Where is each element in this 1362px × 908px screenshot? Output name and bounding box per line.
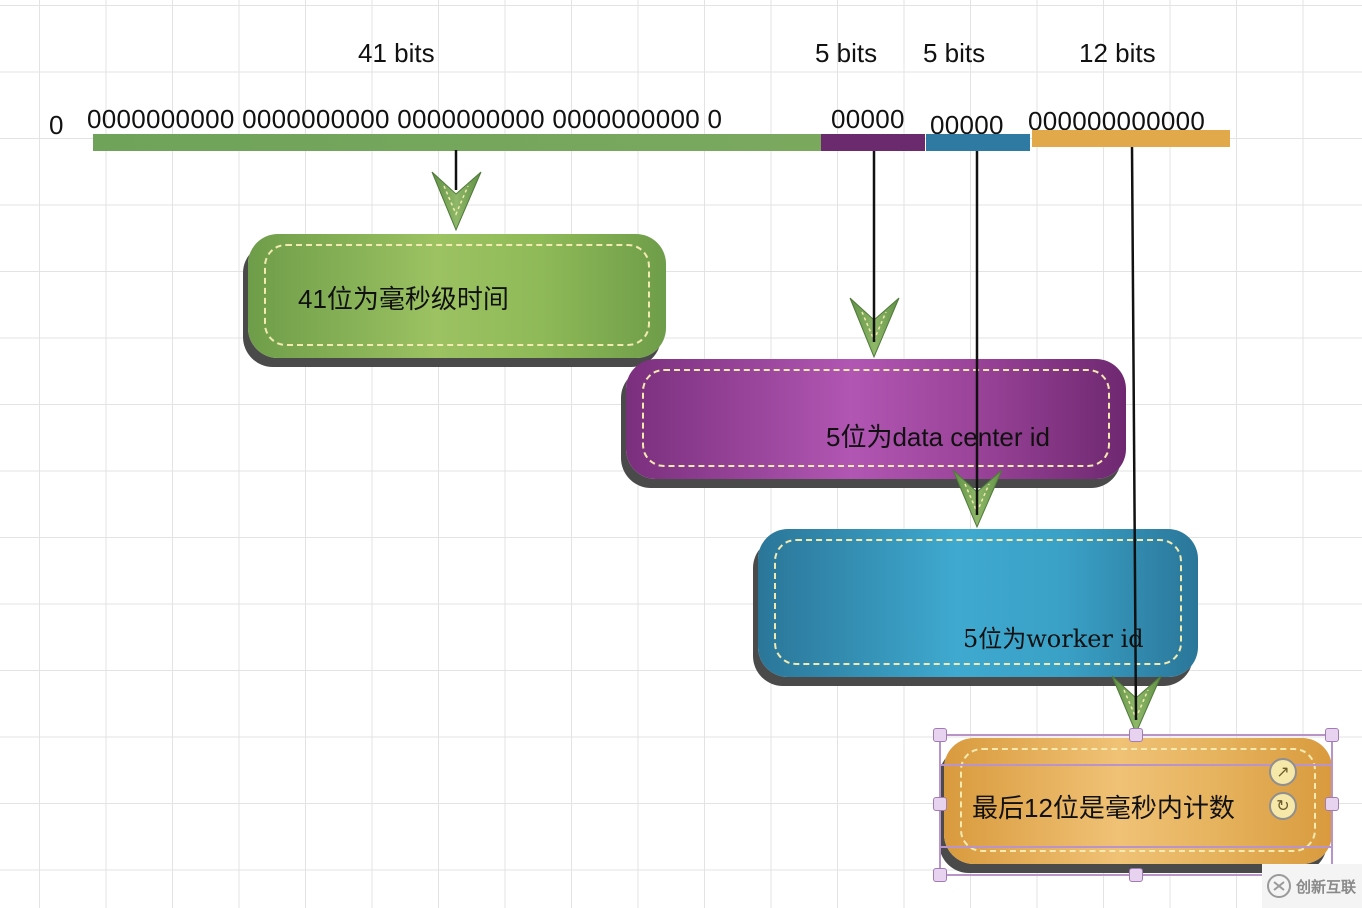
sequence-caption: 最后12位是毫秒内计数	[972, 793, 1235, 823]
timestamp-bar	[93, 134, 821, 151]
sequence-box-dashed-border	[960, 748, 1316, 852]
worker-bar	[926, 134, 1030, 151]
arrow-worker	[952, 151, 1003, 529]
resize-handle-right[interactable]	[1325, 797, 1339, 811]
worker-box-dashed-border	[774, 539, 1182, 665]
sequence-box[interactable]: 最后12位是毫秒内计数	[944, 738, 1332, 864]
resize-handle-top-left[interactable]	[933, 728, 947, 742]
watermark: 创新互联	[1262, 864, 1362, 908]
worker-box: 5位为worker id	[758, 529, 1198, 677]
arrow-sequence	[1111, 146, 1162, 735]
resize-handle-left[interactable]	[933, 797, 947, 811]
rotate-icon[interactable]: ↻	[1269, 792, 1297, 820]
arrow-datacenter	[849, 151, 900, 359]
timestamp-caption: 41位为毫秒级时间	[298, 284, 509, 314]
arrow-up-right-icon[interactable]: ↗	[1269, 758, 1297, 786]
timestamp-bits-label: 41 bits	[358, 38, 435, 68]
resize-handle-bottom[interactable]	[1129, 868, 1143, 882]
datacenter-zeros: 00000	[831, 104, 905, 134]
resize-handle-top[interactable]	[1129, 728, 1143, 742]
datacenter-caption: 5位为data center id	[826, 422, 1051, 452]
chuangxin-logo-icon	[1267, 874, 1291, 898]
datacenter-box-dashed-border	[642, 369, 1110, 467]
timestamp-box-dashed-border	[264, 244, 650, 346]
sequence-bits-label: 12 bits	[1079, 38, 1156, 68]
sign-bit-zero: 0	[49, 110, 64, 140]
sequence-bar	[1032, 130, 1230, 147]
worker-caption: 5位为worker id	[963, 625, 1144, 653]
datacenter-bits-label: 5 bits	[815, 38, 878, 68]
watermark-text: 创新互联	[1296, 878, 1357, 896]
timestamp-zeros: 0000000000 0000000000 0000000000 0000000…	[87, 104, 723, 134]
datacenter-box: 5位为data center id	[626, 359, 1126, 479]
datacenter-bar	[821, 134, 925, 151]
worker-bits-label: 5 bits	[923, 38, 986, 68]
timestamp-box: 41位为毫秒级时间	[248, 234, 666, 358]
resize-handle-bottom-left[interactable]	[933, 868, 947, 882]
resize-handle-top-right[interactable]	[1325, 728, 1339, 742]
arrow-timestamp	[431, 150, 482, 232]
